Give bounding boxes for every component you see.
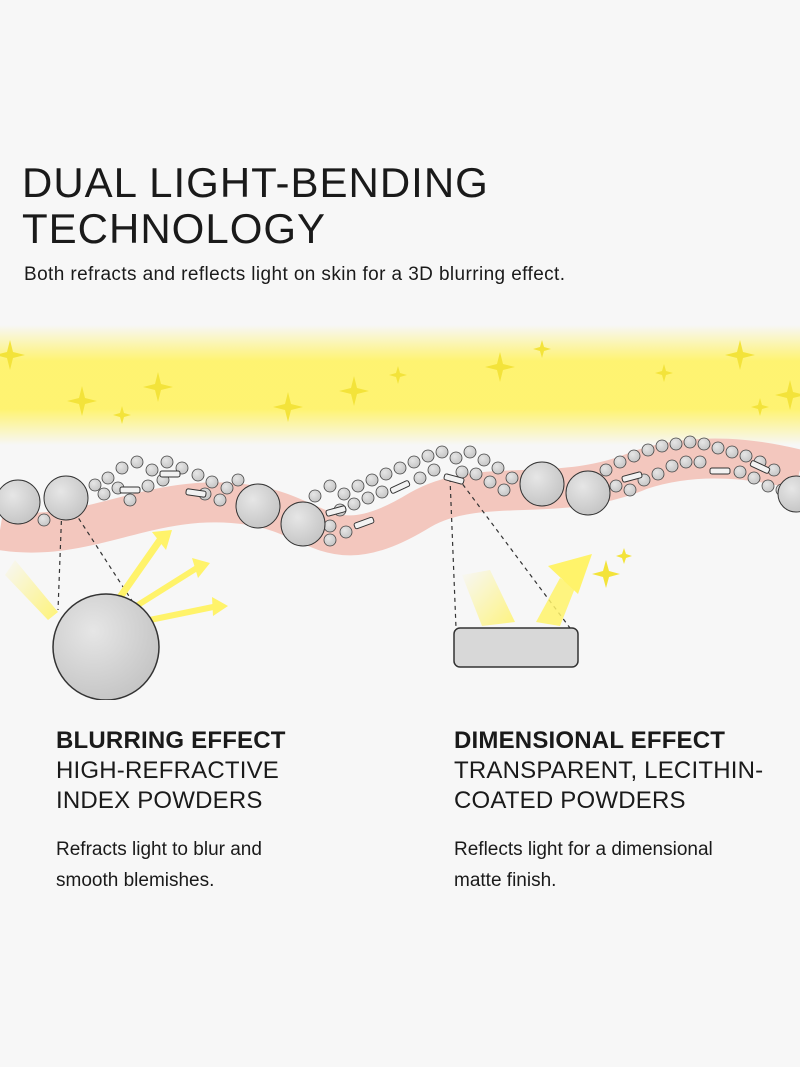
- skin-illustration: [0, 325, 800, 700]
- blurring-powder-line-1: HIGH-REFRACTIVE: [56, 757, 280, 784]
- title-line-1: DUAL LIGHT-BENDING: [22, 159, 489, 206]
- sparkle-icon: [339, 376, 369, 406]
- sparkle-icon: [655, 364, 673, 382]
- sparkle-icon: [485, 352, 515, 382]
- subtitle: Both refracts and reflects light on skin…: [24, 264, 566, 285]
- large-powder-spheres: [0, 461, 800, 547]
- sparkle-icon: [143, 372, 173, 402]
- blurring-description: Refracts light to blur and smooth blemis…: [56, 834, 346, 896]
- blurring-desc-line-2: smooth blemishes.: [56, 870, 215, 891]
- blurring-effect-heading: BLURRING EFFECT: [56, 727, 286, 754]
- blurring-powder-line-2: INDEX POWDERS: [56, 787, 263, 814]
- sparkle-icon: [113, 406, 131, 424]
- title-line-2: TECHNOLOGY: [22, 205, 327, 252]
- blurring-desc-line-1: Refracts light to blur and: [56, 839, 262, 860]
- sparkle-icon: [775, 380, 800, 410]
- sparkle-icon: [0, 340, 25, 370]
- sparkle-icon: [533, 340, 551, 358]
- sparkle-icons: [0, 340, 800, 588]
- flat-platelets: [119, 460, 771, 530]
- sparkle-icon: [616, 548, 632, 564]
- sparkle-icon: [592, 560, 620, 588]
- magnified-sphere: [52, 593, 160, 700]
- light-band: [0, 325, 800, 445]
- sparkle-icon: [751, 398, 769, 416]
- dimensional-powder-line-2: COATED POWDERS: [454, 787, 686, 814]
- blurring-effect-section: BLURRING EFFECT HIGH-REFRACTIVE INDEX PO…: [56, 726, 396, 896]
- sparkle-icon: [389, 366, 407, 384]
- dimensional-description: Reflects light for a dimensional matte f…: [454, 834, 744, 896]
- light-beams-right: [462, 554, 592, 626]
- page-title: DUAL LIGHT-BENDING TECHNOLOGY: [22, 160, 489, 252]
- dimensional-powder-line-1: TRANSPARENT, LECITHIN-: [454, 757, 764, 784]
- light-beams-left: [5, 530, 228, 625]
- dimensional-effect-section: DIMENSIONAL EFFECT TRANSPARENT, LECITHIN…: [454, 726, 794, 896]
- dimensional-effect-heading: DIMENSIONAL EFFECT: [454, 727, 726, 754]
- magnified-platelet: [453, 627, 579, 668]
- sparkle-icon: [725, 340, 755, 370]
- dimensional-desc-line-2: matte finish.: [454, 870, 557, 891]
- sparkle-icon: [273, 392, 303, 422]
- sparkle-icon: [67, 386, 97, 416]
- dimensional-desc-line-1: Reflects light for a dimensional: [454, 839, 713, 860]
